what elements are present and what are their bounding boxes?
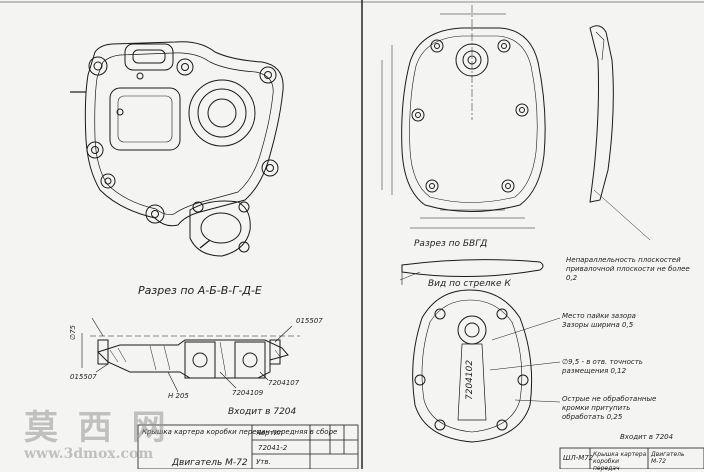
right-side-section	[589, 25, 651, 241]
part-label-4: 7204109	[232, 389, 264, 397]
part-label-2: 015507	[70, 373, 97, 381]
left-front-view	[70, 41, 284, 257]
tb-left-number: 72041-2	[258, 444, 288, 452]
tb-left-engine: Двигатель М-72	[172, 458, 248, 468]
right-section-caption: Разрез по БВГД	[414, 239, 488, 249]
watermark-url: www.3dmox.com	[24, 446, 154, 462]
right-incl-note: Входит в 7204	[620, 433, 674, 441]
part-label-3: 7204107	[268, 379, 300, 387]
note-surface: Острые не обработанные кромки притупить …	[562, 395, 657, 421]
right-view-k	[412, 289, 561, 443]
left-section-caption: Разрез по А-Б-В-Г-Д-Е	[138, 284, 262, 297]
part-label-5: Н 205	[168, 392, 189, 400]
right-front-view	[381, 5, 546, 229]
left-dim-label: ∅75	[69, 324, 77, 340]
note-flatness: Непараллельность плоскостей привалочной …	[566, 256, 690, 282]
right-profile-section	[399, 259, 544, 285]
right-title-block	[559, 447, 704, 469]
tb-right-engine: Двигатель М-72	[651, 451, 685, 465]
tb-left-role1: Чертил	[256, 429, 283, 437]
left-title-block	[137, 424, 359, 469]
tb-right-stamp: ШЛ-М72	[563, 454, 594, 462]
right-view-caption: Вид по стрелке К	[428, 279, 511, 289]
note-seat: Место пайки зазора Зазоры ширина 0,5	[562, 312, 636, 329]
note-tolerance: ∅9,5 - в отв. точность размещения 0,12	[562, 358, 643, 375]
tb-left-role2: Утв.	[256, 458, 271, 466]
tb-left-name: Крышка картера коробки передач передняя …	[142, 428, 338, 436]
part-number-on-view: 7204102	[465, 359, 475, 400]
left-section-view	[81, 317, 300, 393]
left-incl-note: Входит в 7204	[228, 407, 297, 417]
watermark-cn: 莫 西 网	[24, 408, 170, 448]
part-label-1: 015507	[296, 317, 323, 325]
